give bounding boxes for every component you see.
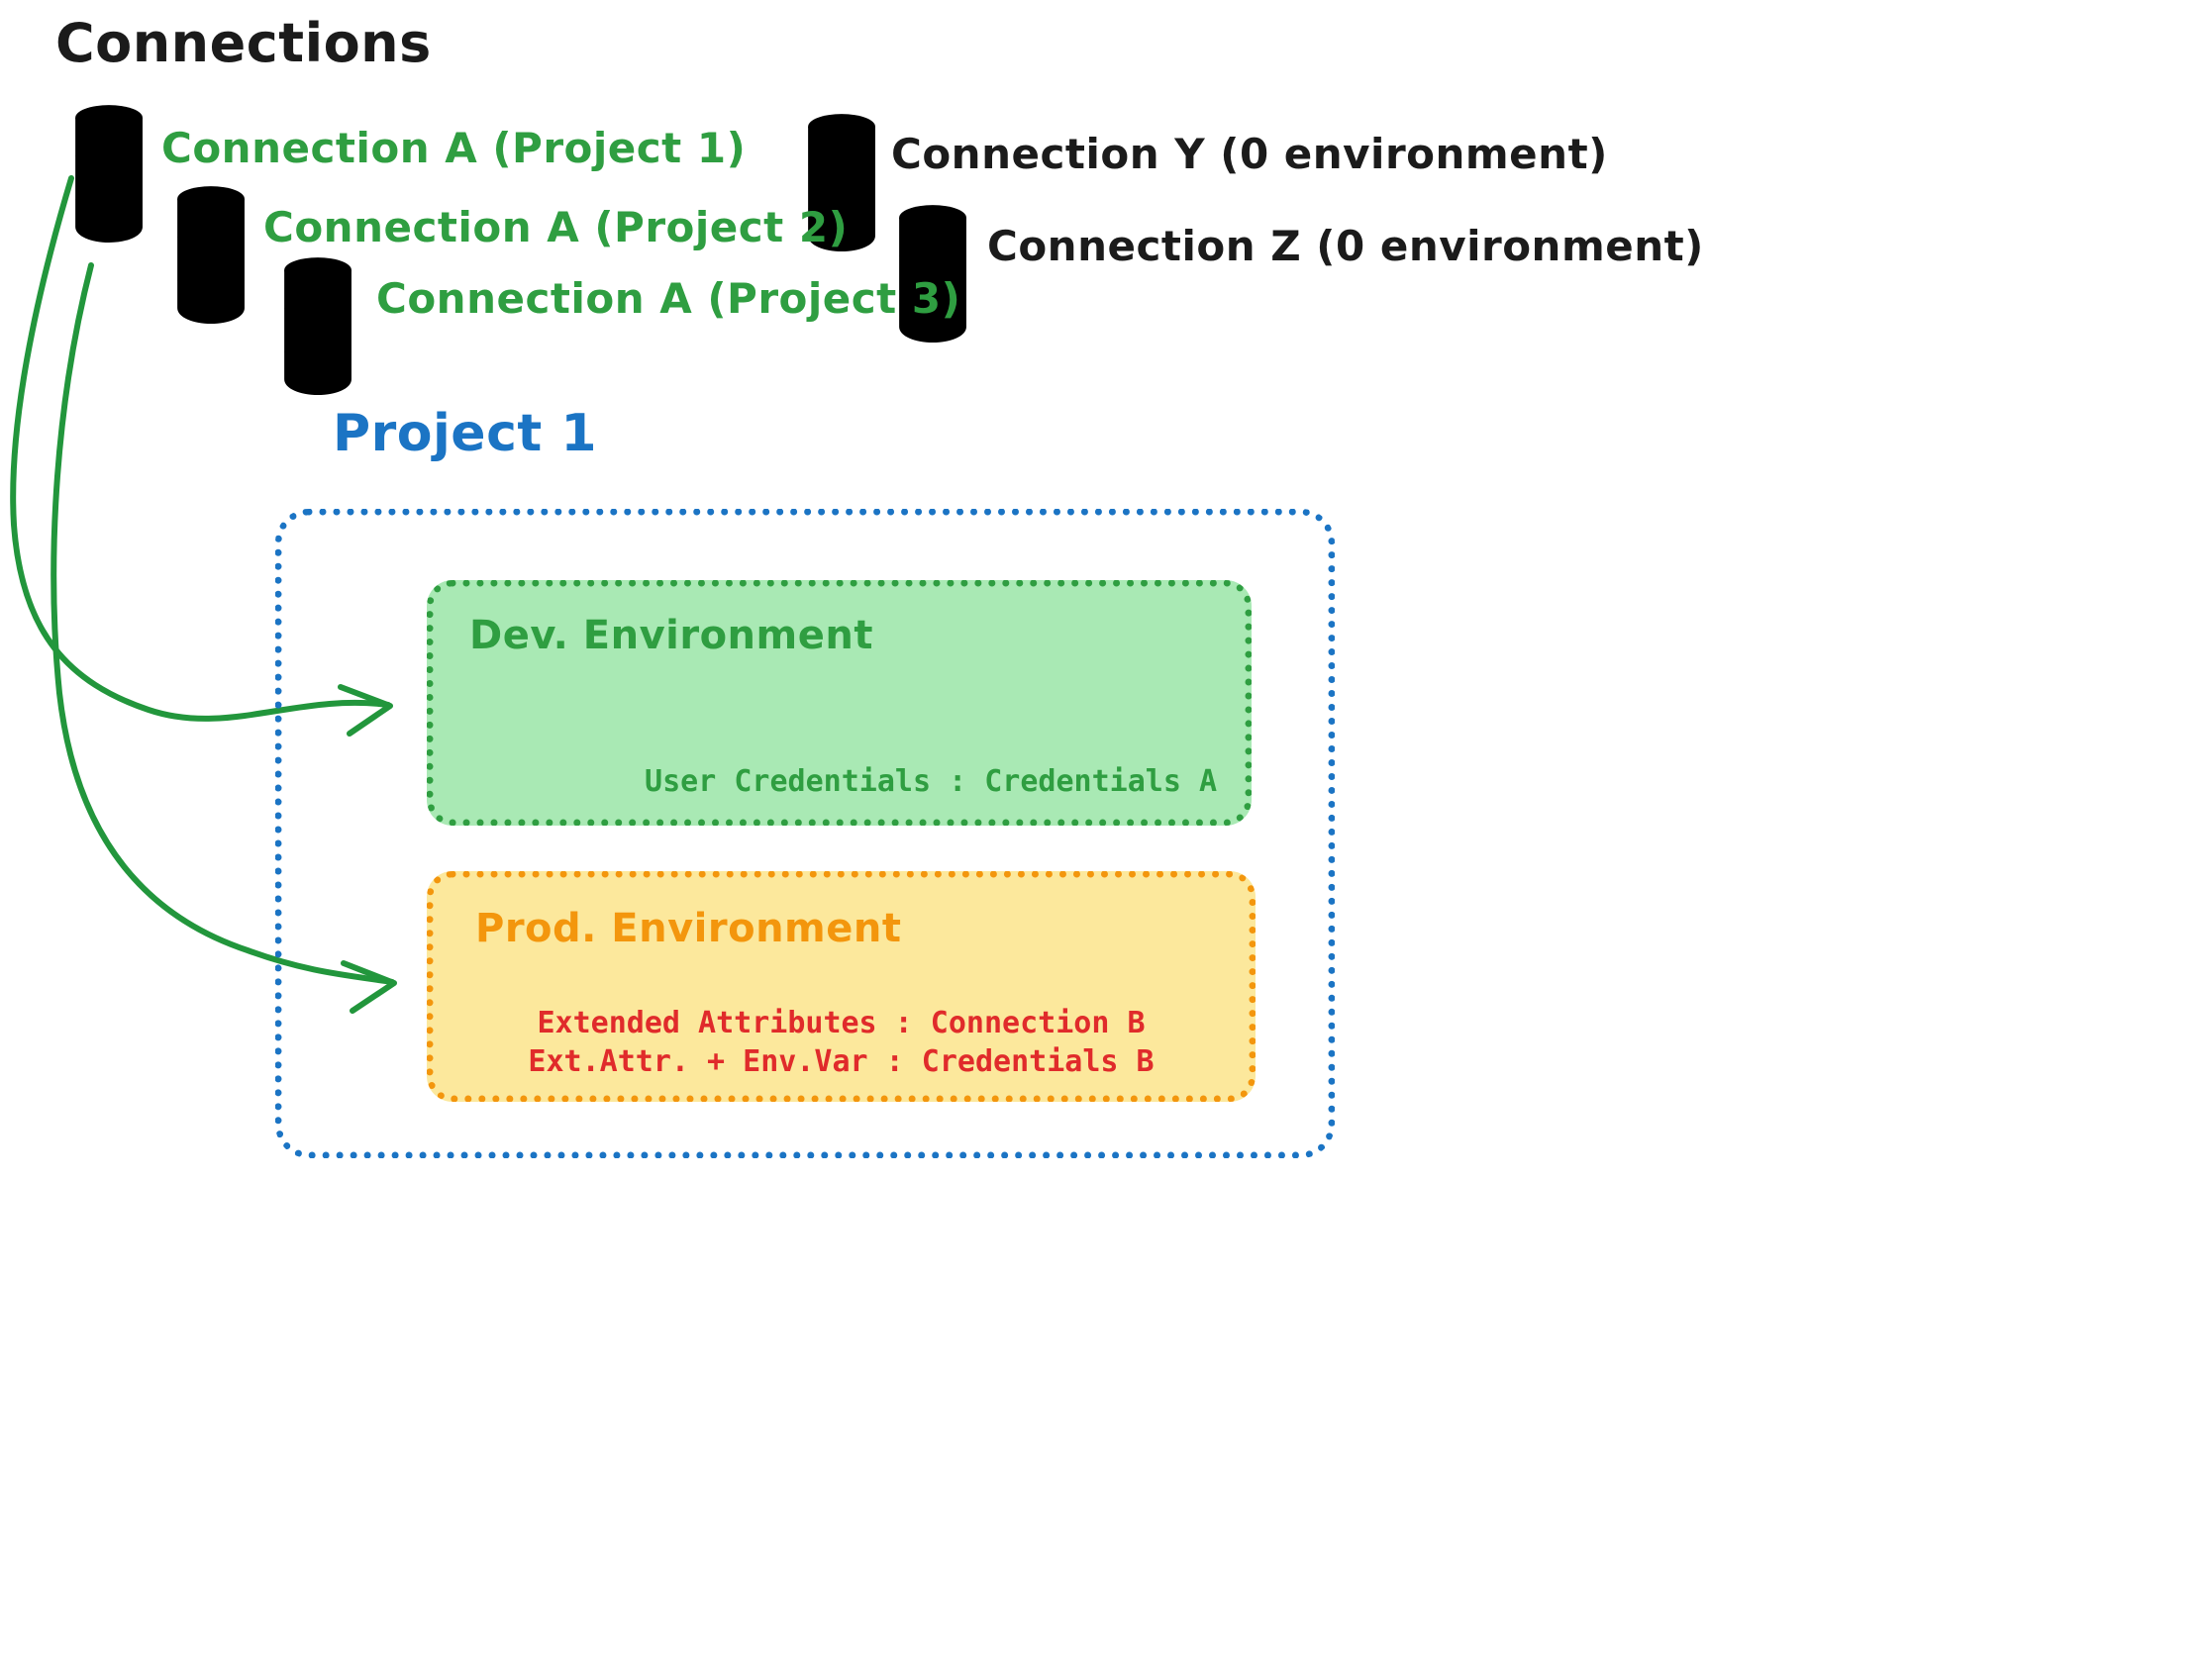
dev-credentials-line: User Credentials : Credentials A [645,764,1217,799]
connection-label-y: Connection Y (0 environment) [891,130,1608,178]
connection-label-a-project-3: Connection A (Project 3) [376,274,961,323]
dev-environment-title: Dev. Environment [469,613,873,658]
connection-label-a-project-1: Connection A (Project 1) [161,124,747,172]
database-icon-connection-a-project-2[interactable] [177,186,245,324]
database-icon-connection-a-project-1[interactable] [75,105,143,243]
connection-label-z: Connection Z (0 environment) [987,222,1704,270]
project-title: Project 1 [333,404,598,463]
prod-environment-title: Prod. Environment [475,906,902,951]
dev-environment-box[interactable]: Dev. Environment User Credentials : Cred… [427,580,1252,826]
prod-environment-details: Extended Attributes : Connection B Ext.A… [528,1004,1154,1081]
database-icon-connection-a-project-3[interactable] [284,257,352,395]
connection-label-a-project-2: Connection A (Project 2) [263,203,849,251]
arrow-connection-a-to-dev [10,175,393,737]
prod-environment-box[interactable]: Prod. Environment Extended Attributes : … [427,871,1256,1102]
prod-extended-attributes-line: Extended Attributes : Connection B [537,1006,1146,1040]
project-container [275,509,1335,1158]
prod-env-var-line: Ext.Attr. + Env.Var : Credentials B [528,1044,1155,1079]
page-title: Connections [55,12,432,74]
dev-environment-details: User Credentials : Credentials A [645,762,1217,801]
arrow-connection-a-to-prod [50,262,397,1014]
